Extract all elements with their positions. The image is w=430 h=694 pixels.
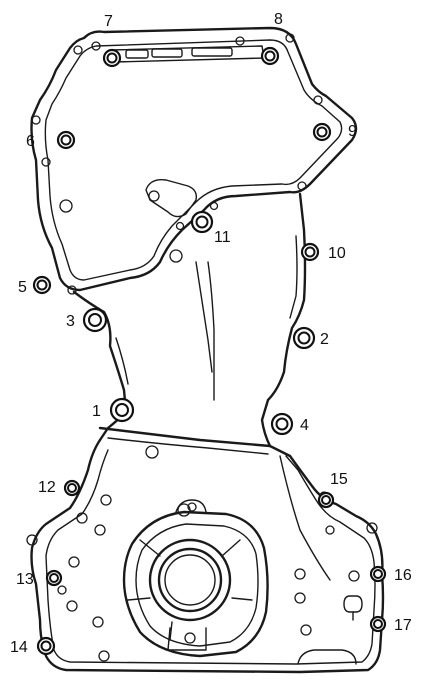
bolt-7[interactable]: [102, 48, 122, 68]
keyhole-slot: [343, 595, 363, 613]
bolt-14[interactable]: [36, 636, 56, 656]
bolt-10[interactable]: [300, 242, 320, 262]
neck-center-line-a: [195, 261, 213, 373]
pump-rib-5: [169, 621, 173, 641]
pump-rib-1: [139, 539, 161, 557]
crank-seal-outer: [148, 538, 232, 622]
lower-right-rib: [279, 455, 331, 581]
bolt-9[interactable]: [312, 122, 332, 142]
cross-band: [98, 426, 272, 448]
label-6: 6: [26, 133, 35, 150]
neck-center-line-b: [207, 261, 215, 401]
lower-cover-outline: [30, 438, 385, 674]
label-3: 3: [66, 313, 75, 330]
upper-cover-inner: [44, 39, 343, 281]
bolt-16[interactable]: [369, 565, 387, 583]
pump-bottom-hole: [184, 632, 196, 644]
label-1: 1: [92, 403, 101, 420]
label-7: 7: [104, 13, 113, 30]
neck-right-inner: [289, 235, 298, 319]
bolt-13[interactable]: [45, 569, 63, 587]
label-2: 2: [320, 331, 329, 348]
bolt-3[interactable]: [82, 307, 108, 333]
neck-right: [260, 192, 307, 448]
label-11: 11: [214, 229, 231, 246]
pump-bottom-bracket: [167, 627, 207, 651]
top-slot-a: [125, 49, 149, 59]
pump-housing-inner: [135, 523, 259, 647]
bolts: [32, 46, 387, 656]
pump-rib-3: [127, 597, 151, 601]
lower-cover-inner: [45, 449, 376, 665]
bolt-1[interactable]: [109, 397, 135, 423]
pump-rib-4: [231, 597, 253, 601]
top-slot-c: [191, 47, 233, 57]
bolt-2[interactable]: [292, 326, 316, 350]
bolt-11[interactable]: [190, 210, 214, 234]
bolt-4[interactable]: [270, 412, 294, 436]
bolt-6[interactable]: [56, 130, 76, 150]
label-8: 8: [274, 11, 283, 28]
pump-housing: [122, 510, 269, 658]
label-15: 15: [330, 471, 348, 488]
top-slot-b: [151, 48, 183, 58]
bolt-number-labels: 1 2 3 4 5 6 7 8 9 10 11 12 13 14 15 16 1…: [10, 11, 412, 656]
pump-rib-2: [221, 539, 241, 557]
crank-seal-core: [164, 554, 216, 606]
label-17: 17: [394, 617, 412, 634]
top-slot-strip: [111, 45, 265, 63]
pump-top-boss-hole: [187, 502, 197, 512]
neck-left-inner: [115, 337, 129, 385]
bolt-15[interactable]: [317, 491, 335, 509]
label-13: 13: [16, 571, 34, 588]
oil-pan-boss: [297, 649, 357, 665]
crank-seal-inner: [157, 547, 223, 613]
label-4: 4: [300, 417, 309, 434]
label-14: 14: [10, 639, 28, 656]
label-12: 12: [38, 479, 56, 496]
mid-bracket: [145, 179, 198, 218]
small-holes: [26, 33, 378, 662]
bolt-12[interactable]: [63, 479, 81, 497]
bolt-8[interactable]: [260, 46, 280, 66]
label-5: 5: [18, 279, 27, 296]
label-10: 10: [328, 245, 346, 262]
label-16: 16: [394, 567, 412, 584]
bolt-5[interactable]: [32, 275, 52, 295]
label-9: 9: [348, 123, 357, 140]
bolt-17[interactable]: [369, 615, 387, 633]
cross-band-inner: [107, 437, 269, 455]
